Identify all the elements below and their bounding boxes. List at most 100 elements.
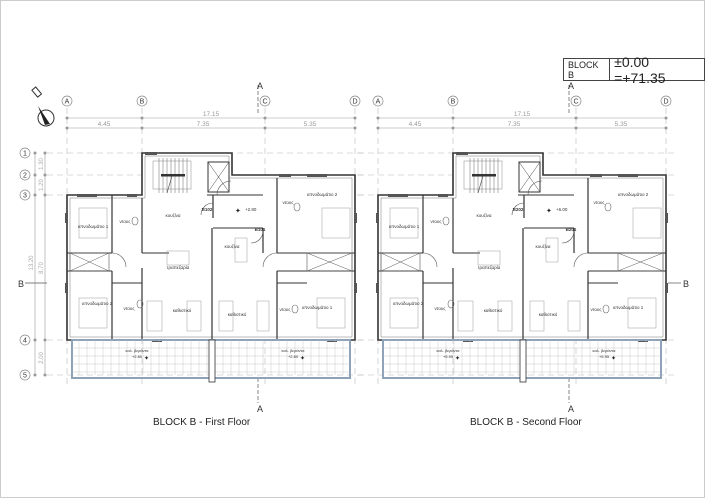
dim-tick [376,116,380,120]
bay-dimension: 4.45 [98,121,111,128]
balcony [71,339,351,383]
sofa [146,300,163,332]
unit-label-right: B201 [566,227,577,232]
level-marker-icon: ✦ [546,207,552,215]
door-swing [511,202,525,216]
kitchen-island [234,237,248,263]
balcony-divider [208,339,216,383]
bed [316,297,346,329]
overall-dimension: 17.15 [203,111,220,118]
room-label-kitchen: κουζίνα [477,213,492,218]
room-label-shower: ντους [119,219,131,224]
first-floor-title: BLOCK B - First Floor [153,417,251,428]
balcony-label: καλ. βεράντα [126,348,150,353]
toilet-icon [604,202,612,212]
bed [627,297,657,329]
window [77,194,97,197]
door-swing [573,252,589,268]
grid-bubble-B [136,95,148,107]
room-label-living: καθιστικό [484,307,503,313]
level-marker-icon: ✦ [235,207,241,215]
grid-label-B: B [140,99,145,106]
grid-bubble-row-3 [19,189,31,201]
door-swing [111,252,127,268]
outer-wall [66,152,356,341]
section-mark-a-top: A [568,81,574,91]
sofa [218,300,234,332]
toilet-icon [447,299,455,309]
balcony-label: καλ. βεράντα [593,348,617,353]
window [354,213,357,223]
wardrobe [617,252,664,272]
level-marker-icon: ✦ [455,355,460,362]
grid-label-row-3: 3 [23,193,27,200]
bay-dimension: 5.35 [304,121,317,128]
grid-bubble-row-4 [19,334,31,346]
grid-bubble-A [372,95,384,107]
sofa [567,300,581,332]
window [65,213,68,223]
room-label-bedroom2: υπνοδωμάτιο 2 [307,191,338,197]
balcony-level: +5.95 [443,354,454,359]
room-label-bedroom1: υπνοδωμάτιο 1 [389,223,420,229]
room-label-shower: ντους [593,200,605,205]
balcony-level: +5.95 [599,354,610,359]
window [376,283,379,293]
door-swing [200,202,214,216]
staircase [463,158,503,194]
toilet-icon [291,304,299,314]
dim-tick [353,116,357,120]
north-arrow-tag [31,86,43,98]
room-label-bedroom1: υπνοδωμάτιο 1 [78,223,109,229]
sofa [256,300,270,332]
dim-tick [140,126,144,130]
toilet-icon [131,216,139,226]
room-label-shower: ντους [430,219,442,224]
level-marker-icon: ✦ [144,355,149,362]
room-label-bedroom2: υπνοδωμάτιο 2 [393,300,424,306]
second-floor-title: BLOCK B - Second Floor [470,417,582,428]
balcony-level: +2.80 [132,354,143,359]
room-label-living: καθιστικό [228,311,247,317]
dim-tick [263,126,267,130]
unit-label-left: B102 [202,207,213,212]
stair-arrow [166,175,173,194]
level-reference-box: BLOCK B ±0.00 =+71.35 [563,54,705,86]
dim-tick [140,116,144,120]
window [438,194,448,197]
room-label-kitchen: κουζίνα [225,244,240,249]
north-arrow-circle [37,109,55,127]
level-marker-icon: ✦ [611,355,616,362]
room-label-living: καθιστικό [173,307,192,313]
room-label-bedroom2: υπνοδωμάτιο 2 [82,300,113,306]
window [279,174,291,177]
bed [321,207,351,239]
dim-tick [664,126,668,130]
bed [389,207,419,239]
room-label-kitchen: κουζίνα [536,244,551,249]
grid-bubble-D [660,95,672,107]
wardrobe [380,252,421,272]
window [145,152,157,155]
door-swing [250,230,264,244]
toilet-icon [442,216,450,226]
wardrobe-cross [306,252,353,272]
balcony-label: καλ. βεράντα [437,348,461,353]
grid-bubble-row-2 [19,169,31,181]
unit-label-right: B101 [255,227,266,232]
grid-bubble-D [349,95,361,107]
room-label-bedroom1: υπνοδωμάτιο 1 [613,304,644,310]
balcony-label: καλ. βεράντα [282,348,306,353]
window [388,194,408,197]
window [456,152,468,155]
door-swing [422,252,438,268]
stair-frame [152,160,192,190]
room-label-shower: ντους [279,307,291,312]
elevator-shaft [518,161,541,193]
section-mark-a-bottom: A [257,404,263,414]
grid-label-A: A [376,99,381,106]
bed [78,207,108,239]
north-arrow-pointer [38,106,50,125]
dim-tick [664,116,668,120]
